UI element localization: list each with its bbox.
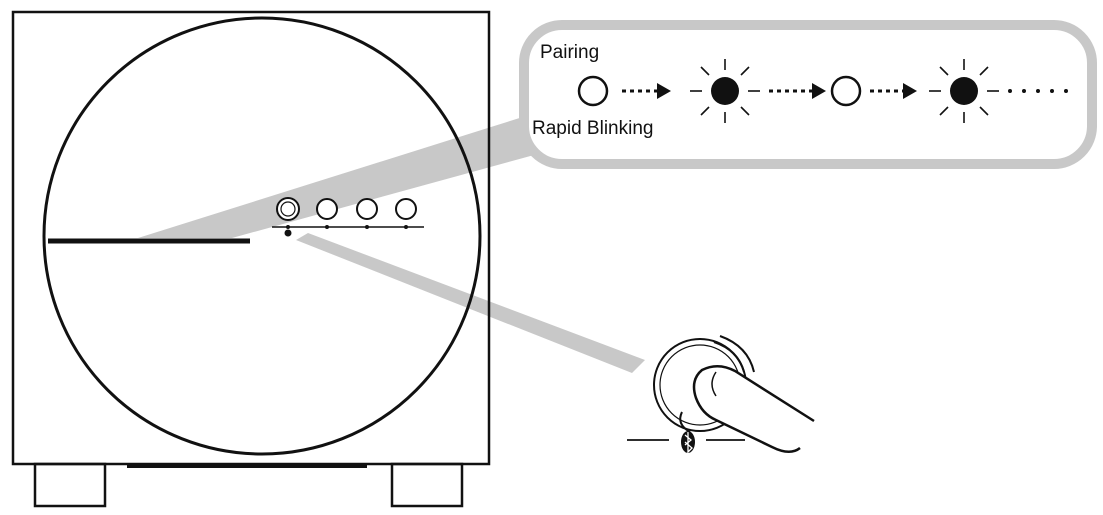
foot-right	[390, 462, 464, 508]
bluetooth-icon[interactable]	[681, 431, 695, 454]
led-off-icon	[577, 75, 609, 107]
speaker-unit	[11, 10, 491, 508]
indicator-light	[356, 198, 378, 220]
led-off-icon	[830, 75, 862, 107]
continuation-dots	[1008, 89, 1068, 93]
indicator-light	[276, 197, 300, 221]
dotted-arrow	[870, 83, 917, 99]
dotted-arrow	[622, 83, 671, 99]
indicator-light	[280, 201, 296, 217]
indicator-light	[395, 198, 417, 220]
foot-left	[33, 462, 107, 508]
dotted-arrow	[769, 83, 826, 99]
rapid-blinking-label: Rapid Blinking	[532, 118, 654, 139]
indicator-light	[316, 198, 338, 220]
blink-sequence	[577, 59, 1068, 123]
led-on-icon	[690, 59, 760, 123]
callout-bubble	[519, 20, 1097, 169]
bluetooth-button-marker[interactable]	[284, 229, 292, 237]
finger-press-icon	[627, 335, 815, 454]
speaker-cabinet	[11, 10, 491, 466]
led-on-icon	[929, 59, 999, 123]
indicator-panel	[272, 197, 424, 237]
speaker-grille	[42, 16, 482, 456]
callout-beam	[138, 110, 545, 238]
pairing-label: Pairing	[540, 42, 600, 63]
